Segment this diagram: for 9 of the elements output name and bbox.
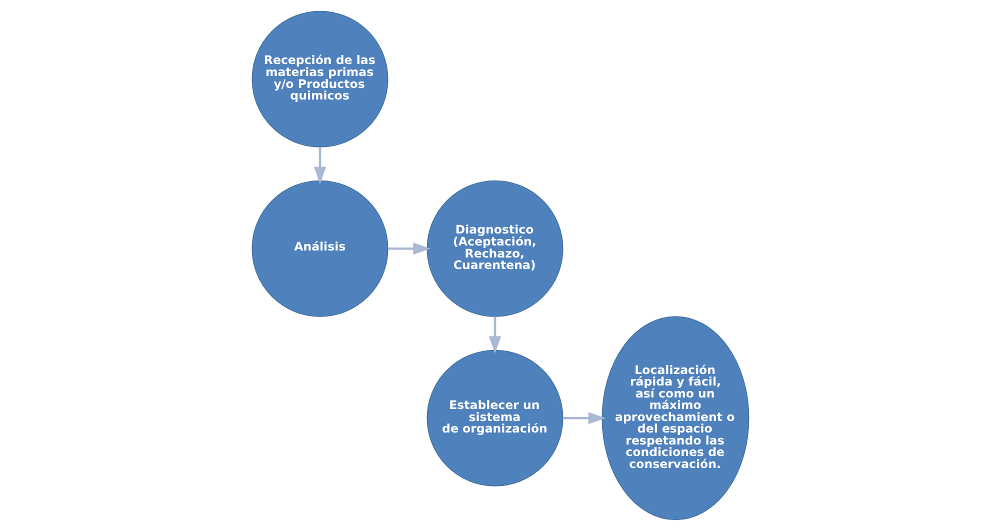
node-circle: Análisis [251,180,388,317]
node-circle: Diagnostico (Aceptación, Rechazo, Cuarentena) [426,180,563,317]
node-circle: Recepción de las materias primas y/o Productos quimicos [251,10,388,148]
arrow [488,316,501,354]
node-ellipse: Localización rápida y fácil, así como un máximo aprovechamient o del espacio respetando las condiciones de conservación. [601,316,749,520]
arrow [313,147,326,184]
node-circle: Establecer un sistema de organización [426,350,563,486]
arrow [562,412,606,424]
arrow [388,242,430,255]
